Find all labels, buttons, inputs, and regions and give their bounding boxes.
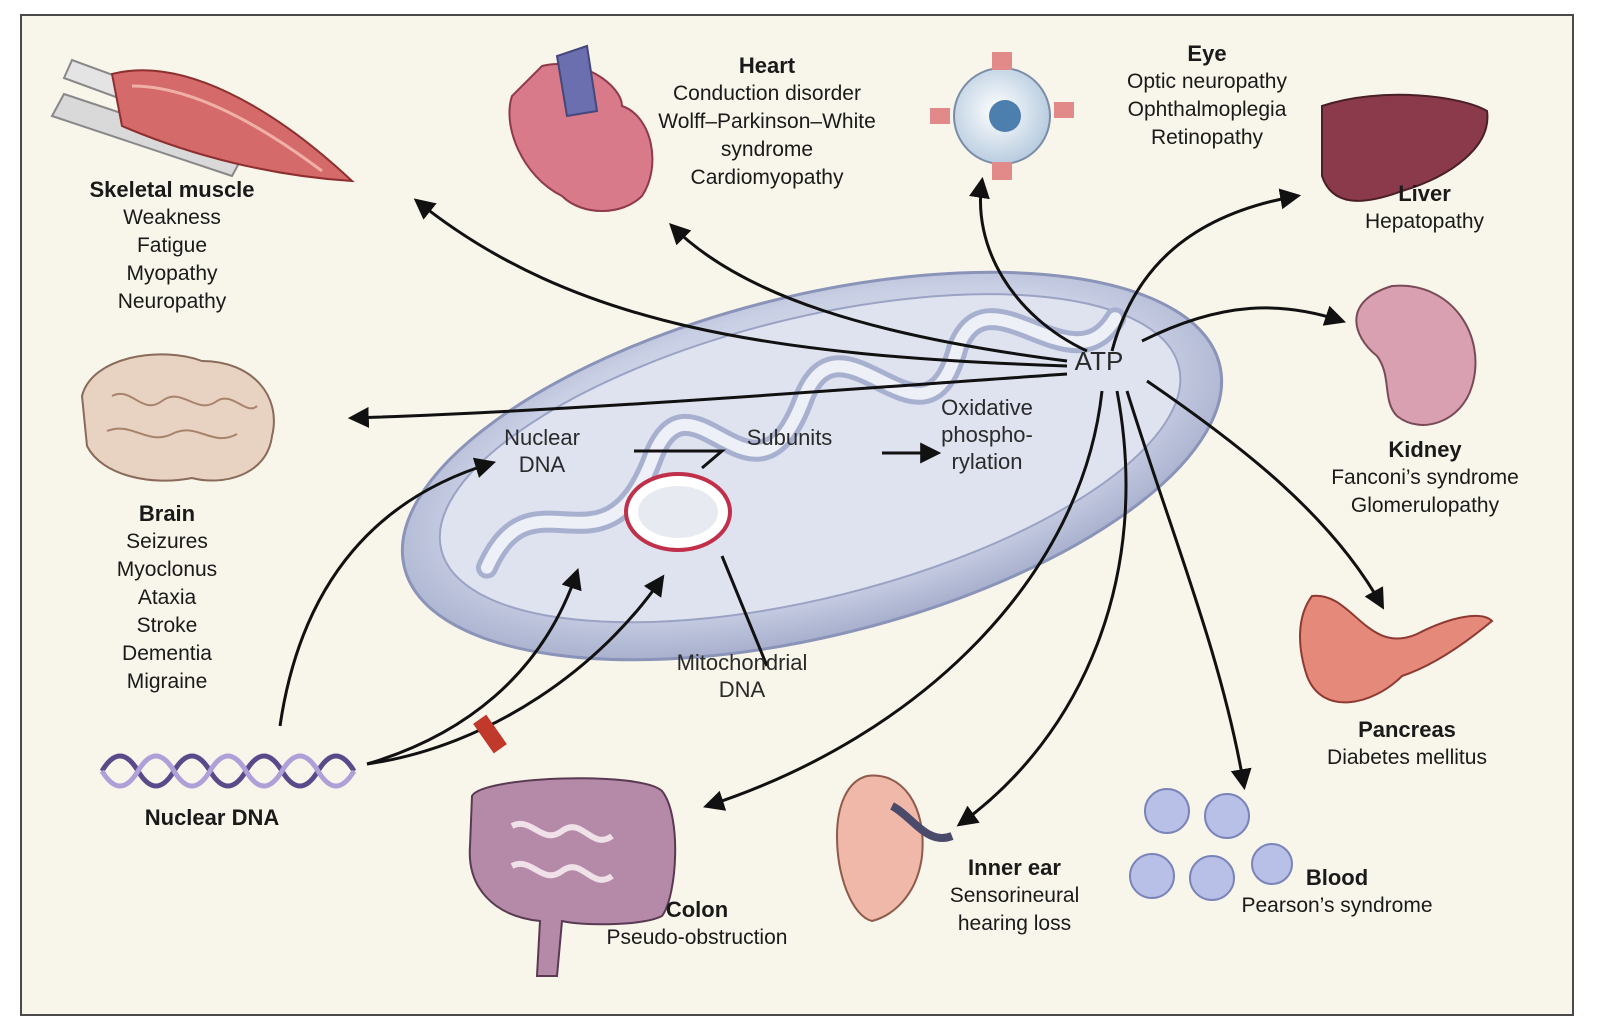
eye-icon	[930, 52, 1074, 180]
skeletal-muscle-label: Skeletal muscle Weakness Fatigue Myopath…	[52, 176, 292, 316]
arrow-to-heart	[669, 223, 1068, 363]
diagram-frame: ATP Nuclear DNA Subunits Oxidative phosp…	[20, 14, 1574, 1016]
heart-icon	[508, 44, 654, 212]
blood-cells-icon	[1129, 788, 1293, 901]
arrow-to-colon	[703, 390, 1104, 811]
arrow-to-brain	[347, 372, 1068, 428]
brain-icon	[80, 353, 275, 482]
nuclear-dna-arrows	[278, 457, 665, 766]
brain-title: Brain	[138, 501, 196, 526]
arrow-to-blood	[1125, 390, 1252, 791]
arrow-to-pancreas	[1146, 379, 1385, 610]
liver-label: Liver Hepatopathy	[1342, 180, 1507, 236]
colon-label: Colon Pseudo-obstruction	[582, 896, 812, 952]
kidney-label: Kidney Fanconi’s syndrome Glomerulopathy	[1290, 436, 1560, 520]
arrow-to-kidney	[1141, 305, 1346, 343]
pathway-arrows	[634, 442, 942, 667]
colon-icon	[468, 777, 677, 977]
heart-label: Heart Conduction disorder Wolff–Parkinso…	[622, 52, 912, 192]
oxidative-phosphorylation-label: Oxidative phospho- rylation	[941, 395, 1033, 474]
nuclear-dna-inner-label: Nuclear DNA	[504, 425, 580, 477]
colon-title: Colon	[665, 897, 729, 922]
subunits-label: Subunits	[746, 425, 833, 450]
pancreas-icon	[1299, 594, 1494, 704]
nuclear-dna-title: Nuclear DNA	[144, 805, 280, 830]
eye-label: Eye Optic neuropathy Ophthalmoplegia Ret…	[1082, 40, 1332, 152]
arrow-to-liver	[1110, 188, 1302, 352]
atp-label: ATP	[1074, 346, 1124, 376]
heart-title: Heart	[738, 53, 796, 78]
liver-title: Liver	[1398, 181, 1451, 206]
kidney-title: Kidney	[1388, 437, 1462, 462]
liver-icon	[1321, 93, 1489, 202]
eye-title: Eye	[1187, 41, 1227, 66]
inner-ear-label: Inner ear Sensorineural hearing loss	[927, 854, 1102, 938]
blood-title: Blood	[1305, 865, 1369, 890]
brain-label: Brain Seizures Myoclonus Ataxia Stroke D…	[82, 500, 252, 696]
mitochondrion	[400, 270, 1224, 662]
pancreas-label: Pancreas Diabetes mellitus	[1292, 716, 1522, 772]
kidney-icon	[1355, 284, 1477, 426]
blood-label: Blood Pearson’s syndrome	[1212, 864, 1462, 920]
arrow-to-eye	[969, 176, 1088, 353]
inner-ear-icon	[835, 774, 954, 923]
atp-arrows	[347, 176, 1385, 827]
arrow-to-inner-ear	[956, 390, 1128, 827]
pancreas-title: Pancreas	[1358, 717, 1456, 742]
inner-ear-title: Inner ear	[968, 855, 1061, 880]
mtdna-block-marker	[473, 714, 507, 754]
nuclear-dna-label: Nuclear DNA	[112, 804, 312, 832]
diagram-artwork	[50, 44, 1494, 977]
dna-helix-icon	[99, 753, 357, 789]
mitochondrial-dna-label: Mitochondrial DNA	[676, 650, 808, 702]
arrow-to-skeletal	[413, 198, 1068, 368]
skeletal-muscle-title: Skeletal muscle	[89, 177, 255, 202]
skeletal-muscle-icon	[50, 58, 355, 183]
